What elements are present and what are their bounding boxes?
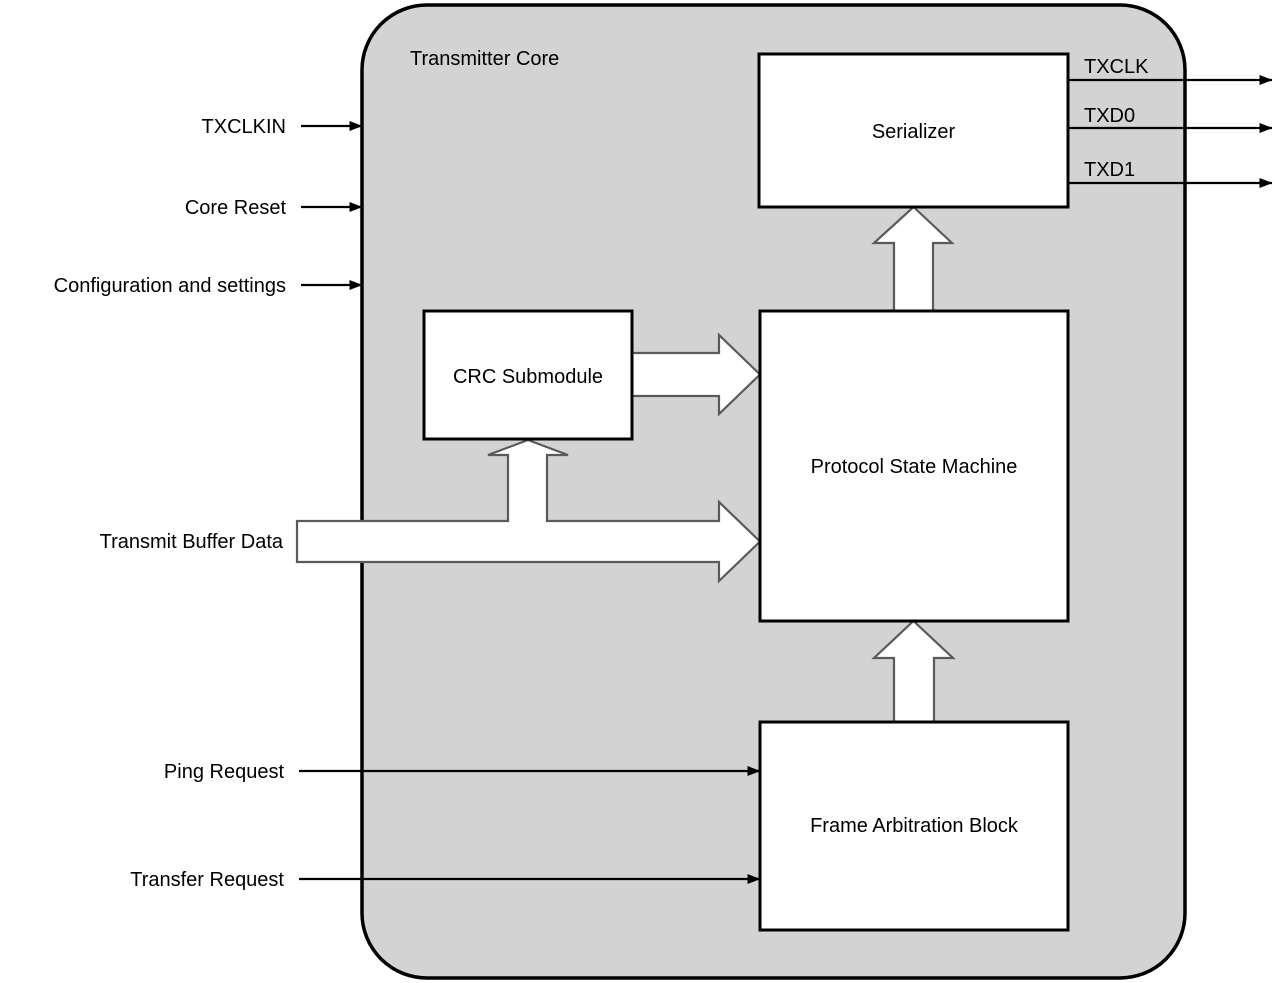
transmit-buffer-data-bus-arrow bbox=[295, 438, 762, 584]
input-label-transfer-request: Transfer Request bbox=[130, 869, 284, 891]
arrow-frame-to-psm bbox=[871, 619, 956, 724]
block-crc-submodule[interactable] bbox=[422, 309, 634, 441]
block-frame-arbitration[interactable] bbox=[758, 720, 1070, 932]
block-protocol-state-machine[interactable] bbox=[758, 309, 1070, 623]
input-label-transmit-buffer-data: Transmit Buffer Data bbox=[100, 531, 284, 553]
block-label-crc-submodule: CRC Submodule bbox=[453, 366, 603, 388]
arrow-psm-to-serializer bbox=[871, 205, 955, 313]
output-label-txd0: TXD0 bbox=[1084, 105, 1135, 127]
block-label-serializer: Serializer bbox=[872, 121, 956, 143]
block-serializer[interactable] bbox=[757, 52, 1070, 209]
transmitter-core-label: Transmitter Core bbox=[410, 48, 559, 70]
input-label-ping-request: Ping Request bbox=[164, 761, 285, 783]
input-label-txclkin: TXCLKIN bbox=[202, 116, 286, 138]
input-label-core-reset: Core Reset bbox=[185, 197, 287, 219]
block-label-protocol-state-machine: Protocol State Machine bbox=[811, 456, 1018, 478]
output-label-txd1: TXD1 bbox=[1084, 159, 1135, 181]
arrow-crc-to-psm bbox=[630, 332, 762, 417]
block-label-frame-arbitration: Frame Arbitration Block bbox=[810, 815, 1019, 837]
output-label-txclk: TXCLK bbox=[1084, 56, 1149, 78]
input-label-configuration: Configuration and settings bbox=[54, 275, 286, 297]
